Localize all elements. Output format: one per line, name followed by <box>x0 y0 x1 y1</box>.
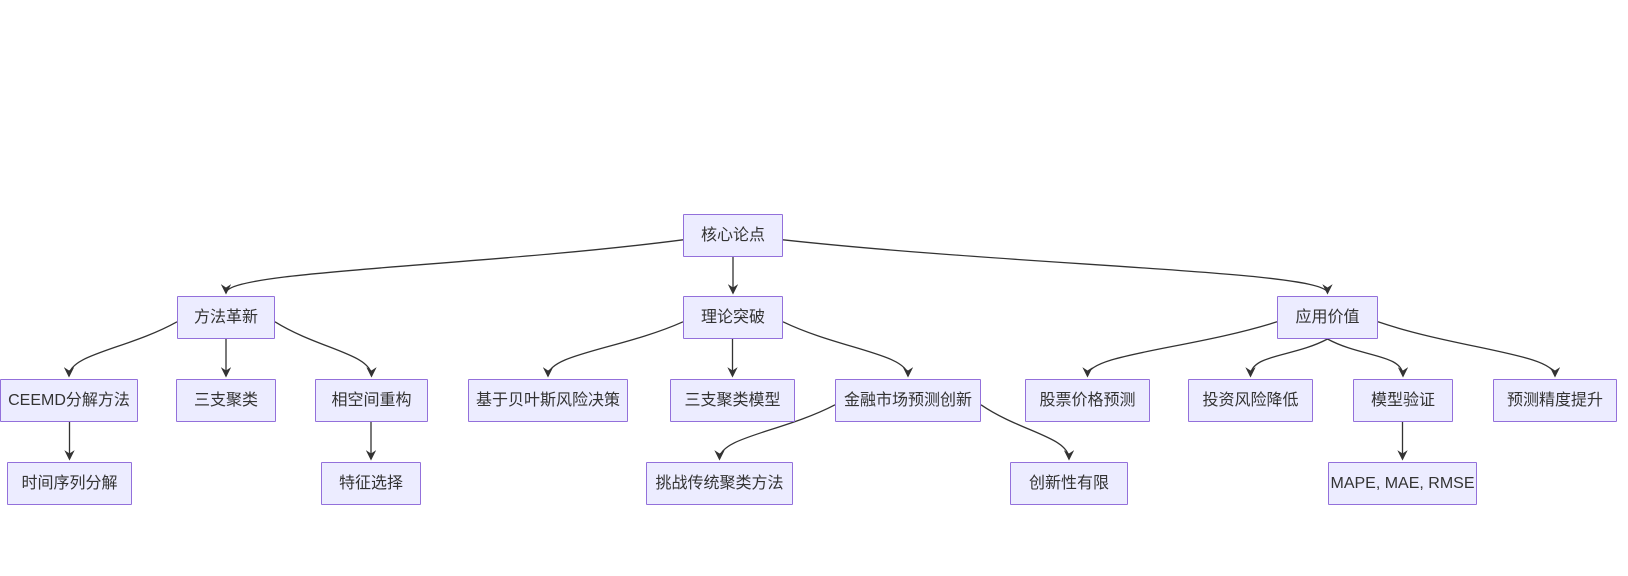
node-limited: 创新性有限 <box>1010 462 1128 505</box>
node-finance: 金融市场预测创新 <box>835 379 981 422</box>
node-metrics: MAPE, MAE, RMSE <box>1328 462 1477 505</box>
edge-theory-to-bayes <box>542 321 684 378</box>
node-accuracy: 预测精度提升 <box>1493 379 1617 422</box>
edge-method-to-ceemd <box>63 321 178 378</box>
node-ceemd: CEEMD分解方法 <box>0 379 138 422</box>
node-phase: 相空间重构 <box>315 379 428 422</box>
node-timeseries: 时间序列分解 <box>7 462 132 505</box>
edge-core-to-method <box>220 239 684 295</box>
edge-application-to-stock <box>1082 321 1278 378</box>
edge-application-to-accuracy <box>1377 321 1561 378</box>
edge-finance-to-challenge <box>714 404 836 461</box>
node-risk: 投资风险降低 <box>1188 379 1313 422</box>
node-method: 方法革新 <box>177 296 275 339</box>
node-stock: 股票价格预测 <box>1025 379 1150 422</box>
node-validation: 模型验证 <box>1353 379 1453 422</box>
edge-core-to-application <box>782 239 1333 295</box>
edge-application-to-risk <box>1245 338 1328 378</box>
node-theory: 理论突破 <box>683 296 783 339</box>
edge-application-to-validation <box>1327 338 1409 378</box>
edge-method-to-phase <box>274 321 377 378</box>
node-challenge: 挑战传统聚类方法 <box>646 462 793 505</box>
edge-theory-to-finance <box>782 321 914 378</box>
node-threeway: 三支聚类 <box>176 379 276 422</box>
node-threeway-model: 三支聚类模型 <box>670 379 795 422</box>
node-core: 核心论点 <box>683 214 783 257</box>
node-feature: 特征选择 <box>321 462 421 505</box>
node-application: 应用价值 <box>1277 296 1378 339</box>
edge-finance-to-limited <box>980 404 1075 461</box>
node-bayes: 基于贝叶斯风险决策 <box>468 379 628 422</box>
